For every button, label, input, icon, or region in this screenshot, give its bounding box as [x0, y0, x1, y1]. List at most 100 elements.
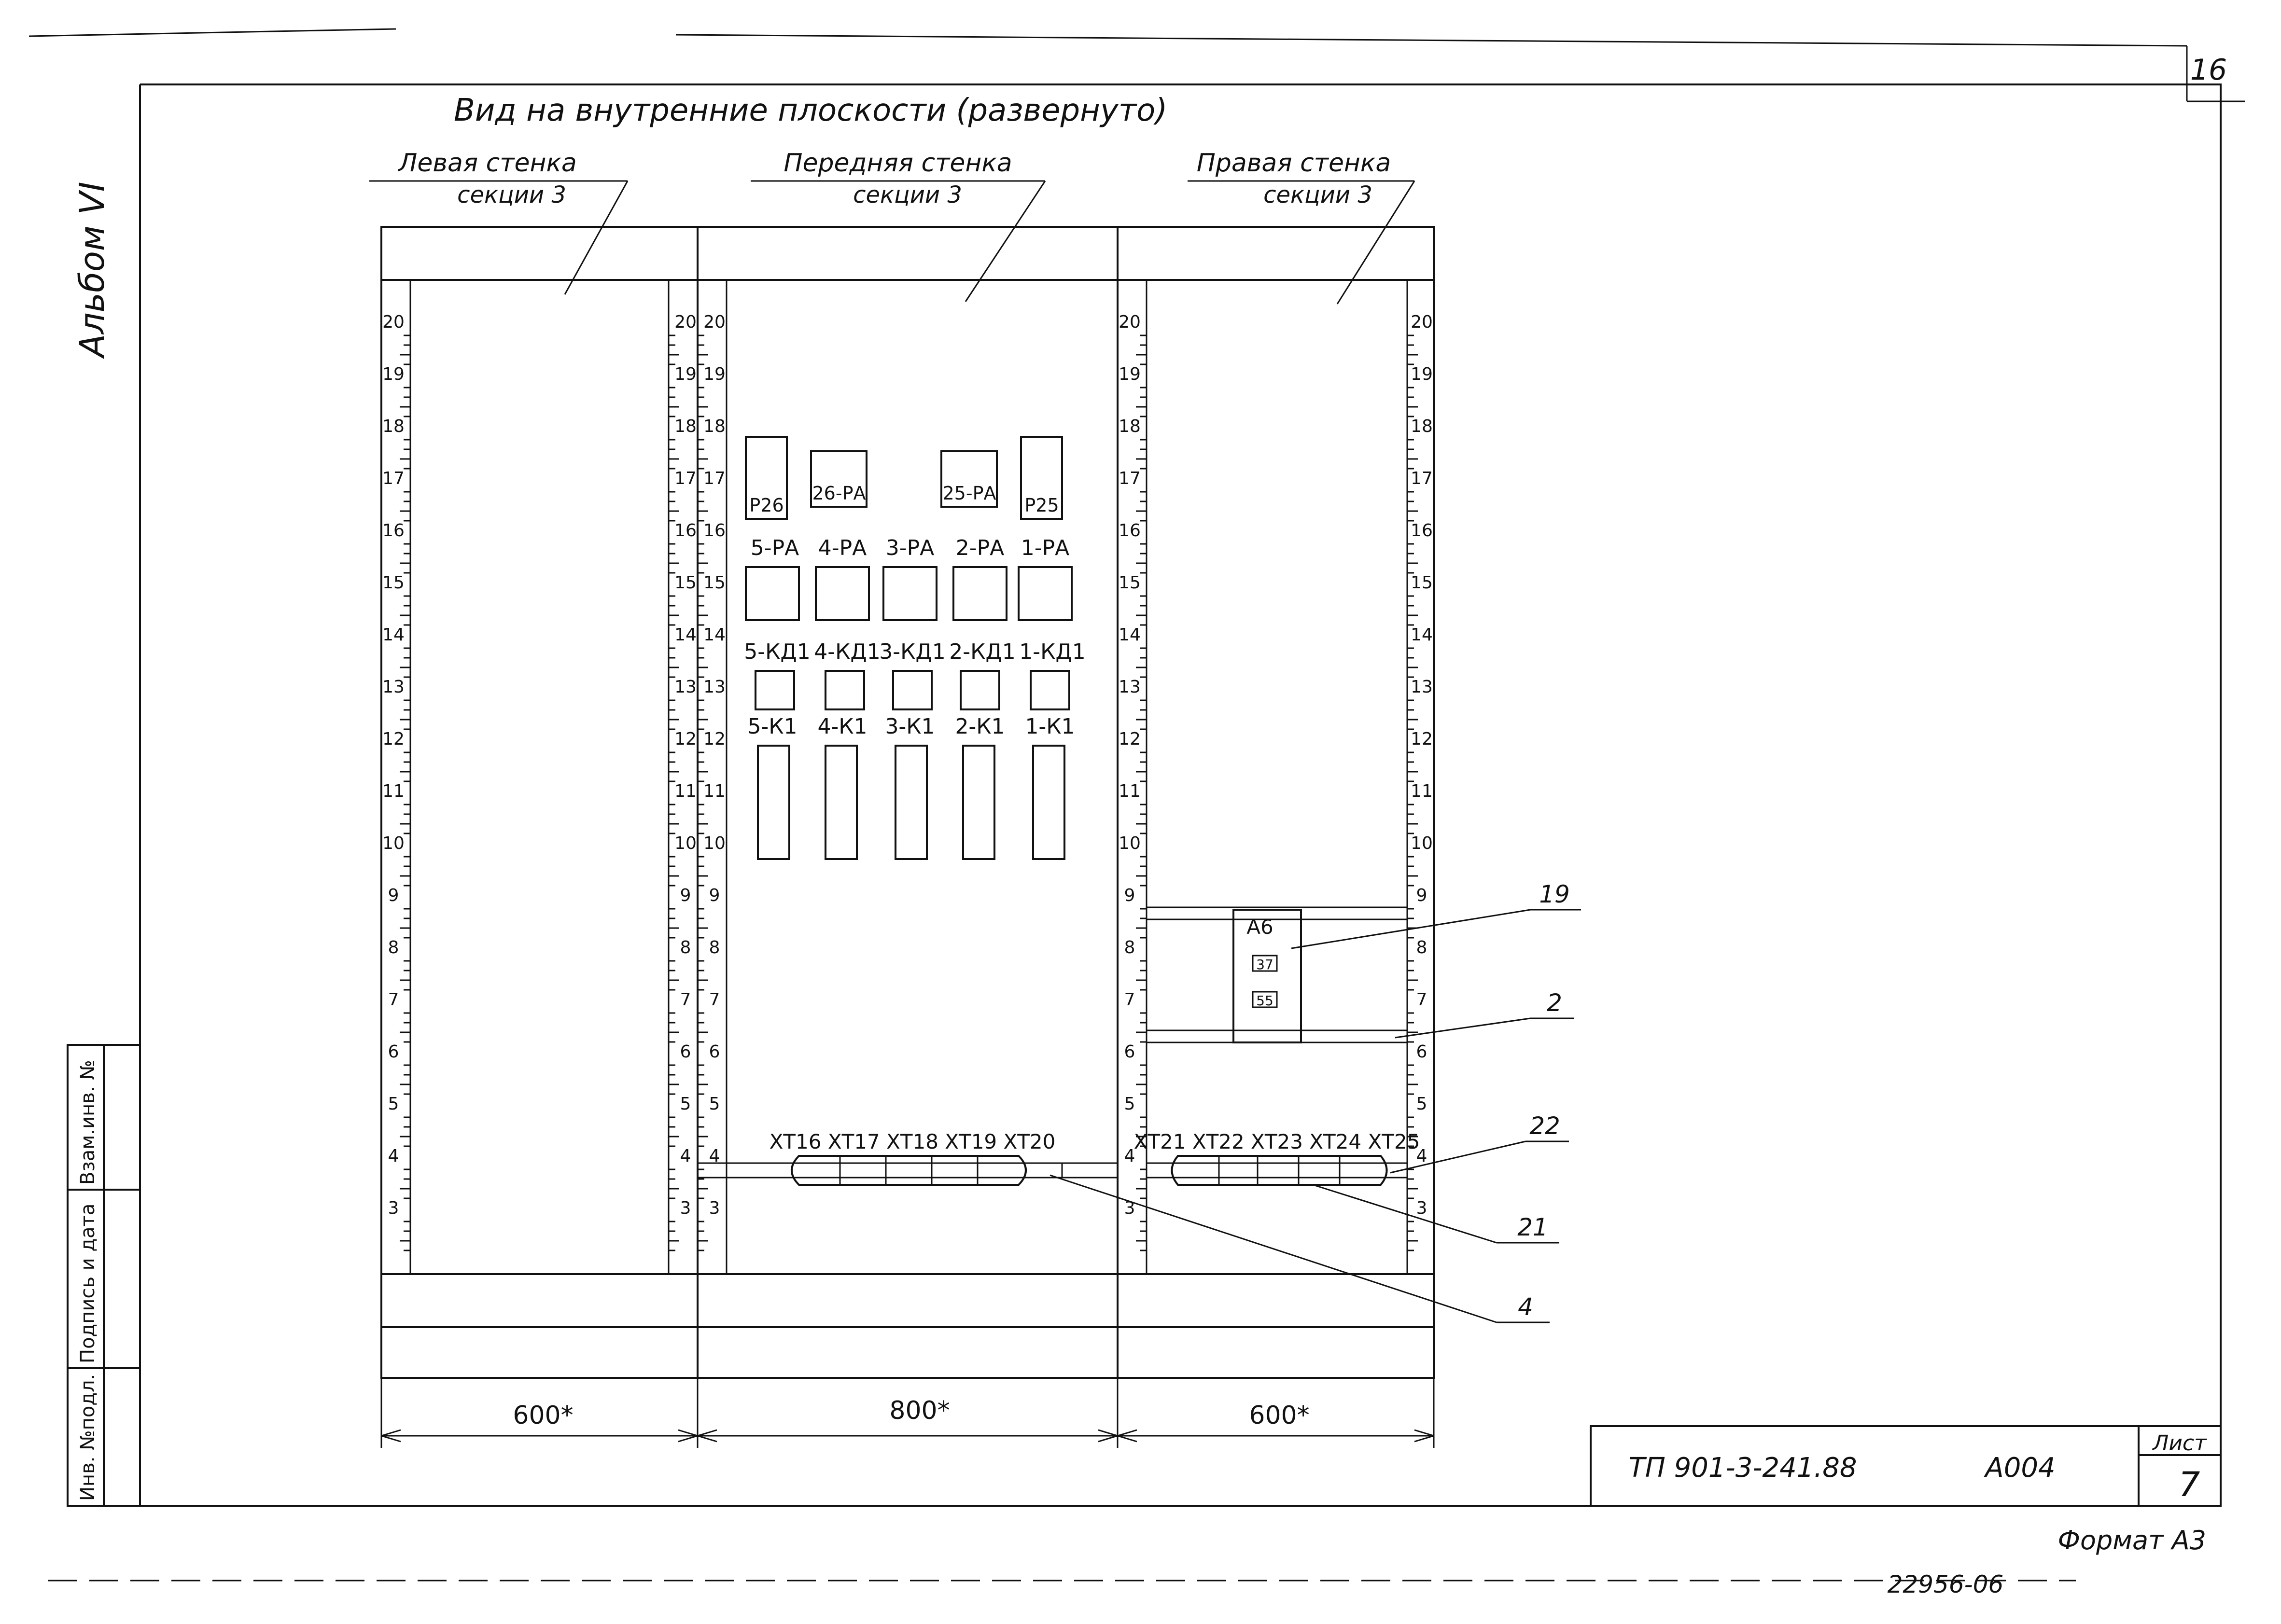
scale-number: 5 — [680, 1094, 691, 1114]
terminals-front: ХТ16 ХТ17 ХТ18 ХТ19 ХТ20 — [698, 1130, 1118, 1186]
scale-number: 11 — [703, 781, 726, 801]
scale-number: 9 — [388, 886, 399, 905]
pa-label: 2-РА — [956, 536, 1005, 560]
scale-number: 18 — [674, 416, 697, 436]
scale-number: 9 — [1124, 886, 1135, 905]
album-label: Альбом VI — [72, 182, 112, 359]
sheet-number-top: 16 — [2190, 53, 2227, 87]
scale-number: 9 — [1416, 886, 1427, 905]
scale-number: 7 — [709, 990, 720, 1010]
scale-number: 14 — [674, 625, 697, 645]
scale-number: 20 — [382, 312, 405, 332]
callout-19: 19 — [1539, 880, 1570, 908]
right-wall-title: Правая стенка — [1197, 149, 1391, 178]
scale-number: 18 — [382, 416, 405, 436]
scale-number: 16 — [1119, 521, 1141, 541]
pa-label: 3-РА — [886, 536, 935, 560]
scale-number: 18 — [703, 416, 726, 436]
left-wall-section: секции 3 — [457, 181, 566, 208]
k-label: 5-К1 — [747, 714, 797, 739]
left-wall-title: Левая стенка — [397, 149, 577, 178]
album-code: А004 — [1984, 1452, 2055, 1484]
doc-code: ТП 901-3-241.88 — [1629, 1452, 1857, 1484]
side-stamp-col2: Подпись и дата — [77, 1204, 99, 1363]
scale-number: 4 — [680, 1146, 691, 1166]
scale-number: 13 — [703, 677, 726, 697]
device-label: Р26 — [749, 495, 784, 516]
scale-number: 10 — [703, 833, 726, 853]
scale-number: 19 — [703, 364, 726, 384]
scale-number: 12 — [674, 729, 697, 749]
scale-number: 15 — [703, 573, 726, 593]
scale-number: 16 — [674, 521, 697, 541]
scale-number: 6 — [1416, 1042, 1427, 1062]
terminals-right: ХТ21 ХТ22 ХТ23 ХТ24 ХТ25 — [1134, 1130, 1420, 1186]
wall-headings: Левая стенка секции 3 Передняя стенка се… — [369, 149, 1415, 305]
device-label: 25-РА — [943, 483, 996, 504]
k-label: 2-К1 — [955, 714, 1005, 739]
k-label: 4-К1 — [817, 714, 867, 739]
scale-number: 6 — [709, 1042, 720, 1062]
callout-4: 4 — [1518, 1293, 1533, 1321]
pa-label: 4-РА — [818, 536, 867, 560]
device-label: Р25 — [1024, 495, 1059, 516]
scale-number: 17 — [703, 469, 726, 488]
scale-number: 9 — [680, 886, 691, 905]
scale-number: 8 — [680, 938, 691, 958]
walls-structure — [380, 226, 1435, 1379]
front-wall-title: Передняя стенка — [784, 149, 1012, 178]
pa-label: 5-РА — [751, 536, 799, 560]
scale-number: 16 — [1411, 521, 1433, 541]
scale-number: 20 — [674, 312, 697, 332]
scale-number: 20 — [1411, 312, 1433, 332]
scale-number: 10 — [1119, 833, 1141, 853]
scale-number: 10 — [674, 833, 697, 853]
scale-number: 3 — [1124, 1198, 1135, 1218]
scale-number: 12 — [703, 729, 726, 749]
scale-number: 6 — [388, 1042, 399, 1062]
dim-right: 600* — [1249, 1401, 1309, 1430]
scale-number: 14 — [703, 625, 726, 645]
scale-number: 9 — [709, 886, 720, 905]
scale-number: 19 — [382, 364, 405, 384]
view-title: Вид на внутренние плоскости (развернуто) — [454, 93, 1167, 128]
scale-number: 15 — [382, 573, 405, 593]
callouts: 19 2 22 21 4 — [1050, 880, 1581, 1323]
scale-number: 14 — [1119, 625, 1141, 645]
scale-number: 13 — [1411, 677, 1433, 697]
scale-number: 8 — [709, 938, 720, 958]
rail-scales: 20 19 18 17 16 15 14 13 12 11 10 9 8 7 6 5 4 3 20 19 18 17 16 1… — [382, 312, 1433, 1251]
scale-number: 13 — [1119, 677, 1141, 697]
scale-number: 5 — [1416, 1094, 1427, 1114]
scale-number: 11 — [674, 781, 697, 801]
scale-number: 8 — [388, 938, 399, 958]
scale-number: 8 — [1416, 938, 1427, 958]
title-block: ТП 901-3-241.88 А004 Лист 7 — [1590, 1425, 2222, 1507]
callout-2: 2 — [1547, 989, 1562, 1017]
sheet-frame — [28, 28, 2245, 1507]
dim-front: 800* — [889, 1396, 950, 1425]
scale-number: 14 — [1411, 625, 1433, 645]
scale-number: 19 — [674, 364, 697, 384]
bottom-number: 22956-06 — [1888, 1570, 2004, 1598]
block-slot-2: 55 — [1256, 993, 1273, 1009]
scale-number: 13 — [382, 677, 405, 697]
scale-number: 12 — [1411, 729, 1433, 749]
scale-number: 4 — [1124, 1146, 1135, 1166]
scale-number: 3 — [680, 1198, 691, 1218]
scale-number: 15 — [674, 573, 697, 593]
sheet-label: Лист — [2152, 1431, 2207, 1456]
sheet-value: 7 — [2179, 1465, 2200, 1504]
scale-number: 5 — [709, 1094, 720, 1114]
scale-number: 19 — [1411, 364, 1433, 384]
scale-number: 14 — [382, 625, 405, 645]
scale-number: 8 — [1124, 938, 1135, 958]
format-label: Формат А3 — [2057, 1525, 2206, 1555]
scale-number: 17 — [1119, 469, 1141, 488]
scale-number: 17 — [382, 469, 405, 488]
block-name: А6 — [1246, 915, 1273, 939]
right-wall-section: секции 3 — [1263, 181, 1372, 208]
scale-number: 5 — [1124, 1094, 1135, 1114]
front-wall-section: секции 3 — [853, 181, 962, 208]
